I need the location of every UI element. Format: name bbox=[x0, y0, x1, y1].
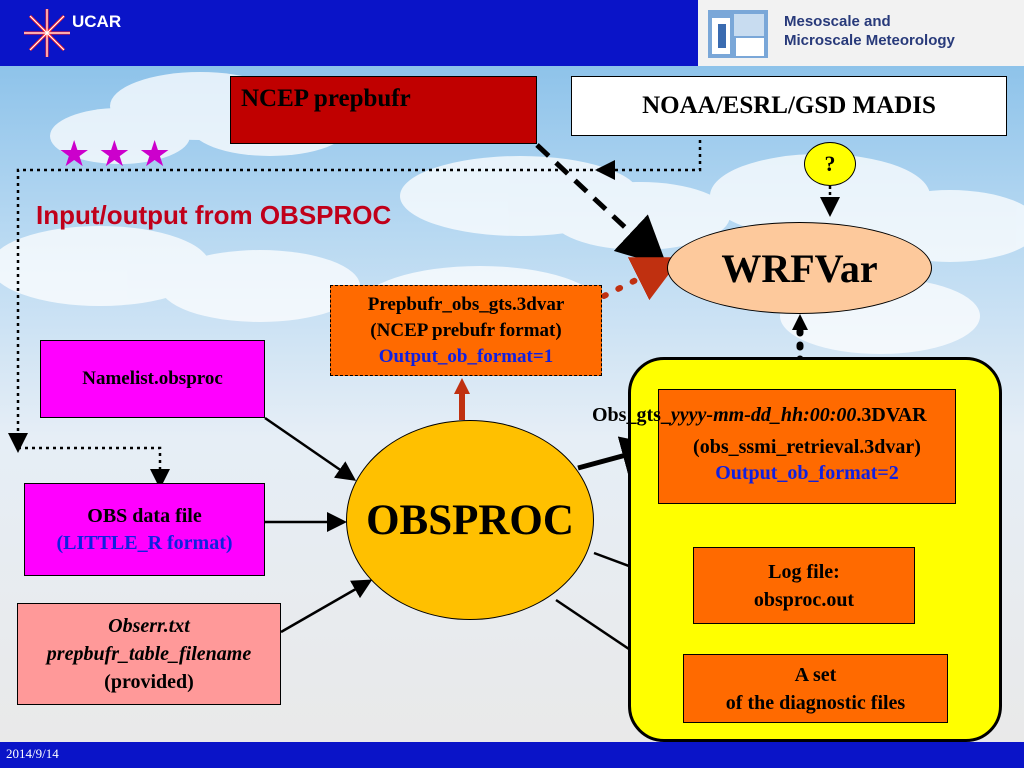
diagnostic-files-line1: A set bbox=[794, 663, 837, 686]
ncep-prepbufr-box: NCEP prepbufr bbox=[230, 76, 537, 144]
diagnostic-files-box: A set of the diagnostic files bbox=[683, 654, 948, 723]
namelist-label: Namelist.obsproc bbox=[82, 368, 223, 389]
obs-gts-output-box: (obs_ssmi_retrieval.3dvar) Output_ob_for… bbox=[658, 389, 956, 504]
ncep-prepbufr-label: NCEP prepbufr bbox=[241, 85, 411, 112]
star-icons: ★★★ bbox=[58, 134, 179, 174]
footer-date: 2014/9/14 bbox=[6, 746, 59, 761]
obs-gts-filename: Obs_gts_yyyy-mm-dd_hh:00:00.3DVAR bbox=[592, 404, 927, 427]
prepbufr-output-filename: Prepbufr_obs_gts.3dvar bbox=[367, 293, 565, 315]
diagram-title: Input/output from OBSPROC bbox=[36, 200, 392, 230]
madis-label: NOAA/ESRL/GSD MADIS bbox=[642, 92, 936, 119]
prepbufr-output-box: Prepbufr_obs_gts.3dvar (NCEP prebufr for… bbox=[330, 285, 602, 376]
mmm-logo-text: Mesoscale and Microscale Meteorology bbox=[784, 12, 955, 50]
log-file-box: Log file: obsproc.out bbox=[693, 547, 915, 624]
diagnostic-files-line2: of the diagnostic files bbox=[725, 691, 906, 714]
madis-box: NOAA/ESRL/GSD MADIS bbox=[571, 76, 1007, 136]
obs-gts-ssmi-line: (obs_ssmi_retrieval.3dvar) bbox=[693, 435, 921, 458]
log-file-label: Log file: bbox=[768, 560, 840, 583]
prepbufr-output-format: (NCEP prebufr format) bbox=[370, 319, 562, 341]
log-file-name: obsproc.out bbox=[753, 588, 855, 611]
obsproc-node: OBSPROC bbox=[346, 420, 594, 620]
mmm-logo-panel bbox=[698, 0, 1024, 66]
namelist-box: Namelist.obsproc bbox=[40, 340, 265, 418]
ucar-logo-text: UCAR bbox=[72, 12, 122, 31]
obs-data-file-label: OBS data file bbox=[87, 504, 202, 527]
obs-data-file-box: OBS data file (LITTLE_R format) bbox=[24, 483, 265, 576]
ucar-star-logo-icon bbox=[24, 9, 70, 57]
obserr-filename: Obserr.txt bbox=[108, 615, 190, 637]
obsproc-label: OBSPROC bbox=[366, 496, 574, 544]
obs-gts-date-pattern: yyyy-mm-dd_hh:00:00 bbox=[670, 404, 857, 426]
wrfvar-label: WRFVar bbox=[721, 245, 878, 291]
obserr-provided-note: (provided) bbox=[104, 671, 194, 693]
prepbufr-table-filename: prepbufr_table_filename bbox=[46, 643, 252, 665]
wrfvar-node: WRFVar bbox=[667, 222, 932, 314]
obs-gts-suffix: .3DVAR bbox=[856, 404, 927, 426]
mmm-cube-logo-icon bbox=[708, 10, 768, 58]
obs-gts-output-setting: Output_ob_format=2 bbox=[715, 461, 899, 484]
obs-data-file-format: (LITTLE_R format) bbox=[56, 531, 233, 554]
mmm-logo-line1: Mesoscale and bbox=[784, 13, 891, 30]
obserr-box: Obserr.txt prepbufr_table_filename (prov… bbox=[17, 603, 281, 705]
question-mark-label: ? bbox=[824, 151, 836, 176]
footer-bar: 2014/9/14 bbox=[0, 742, 1024, 768]
obs-gts-prefix: Obs_gts_ bbox=[592, 404, 671, 426]
mmm-logo-line2: Microscale Meteorology bbox=[784, 32, 955, 49]
unknown-source-node: ? bbox=[804, 142, 856, 186]
prepbufr-output-setting: Output_ob_format=1 bbox=[378, 345, 554, 367]
